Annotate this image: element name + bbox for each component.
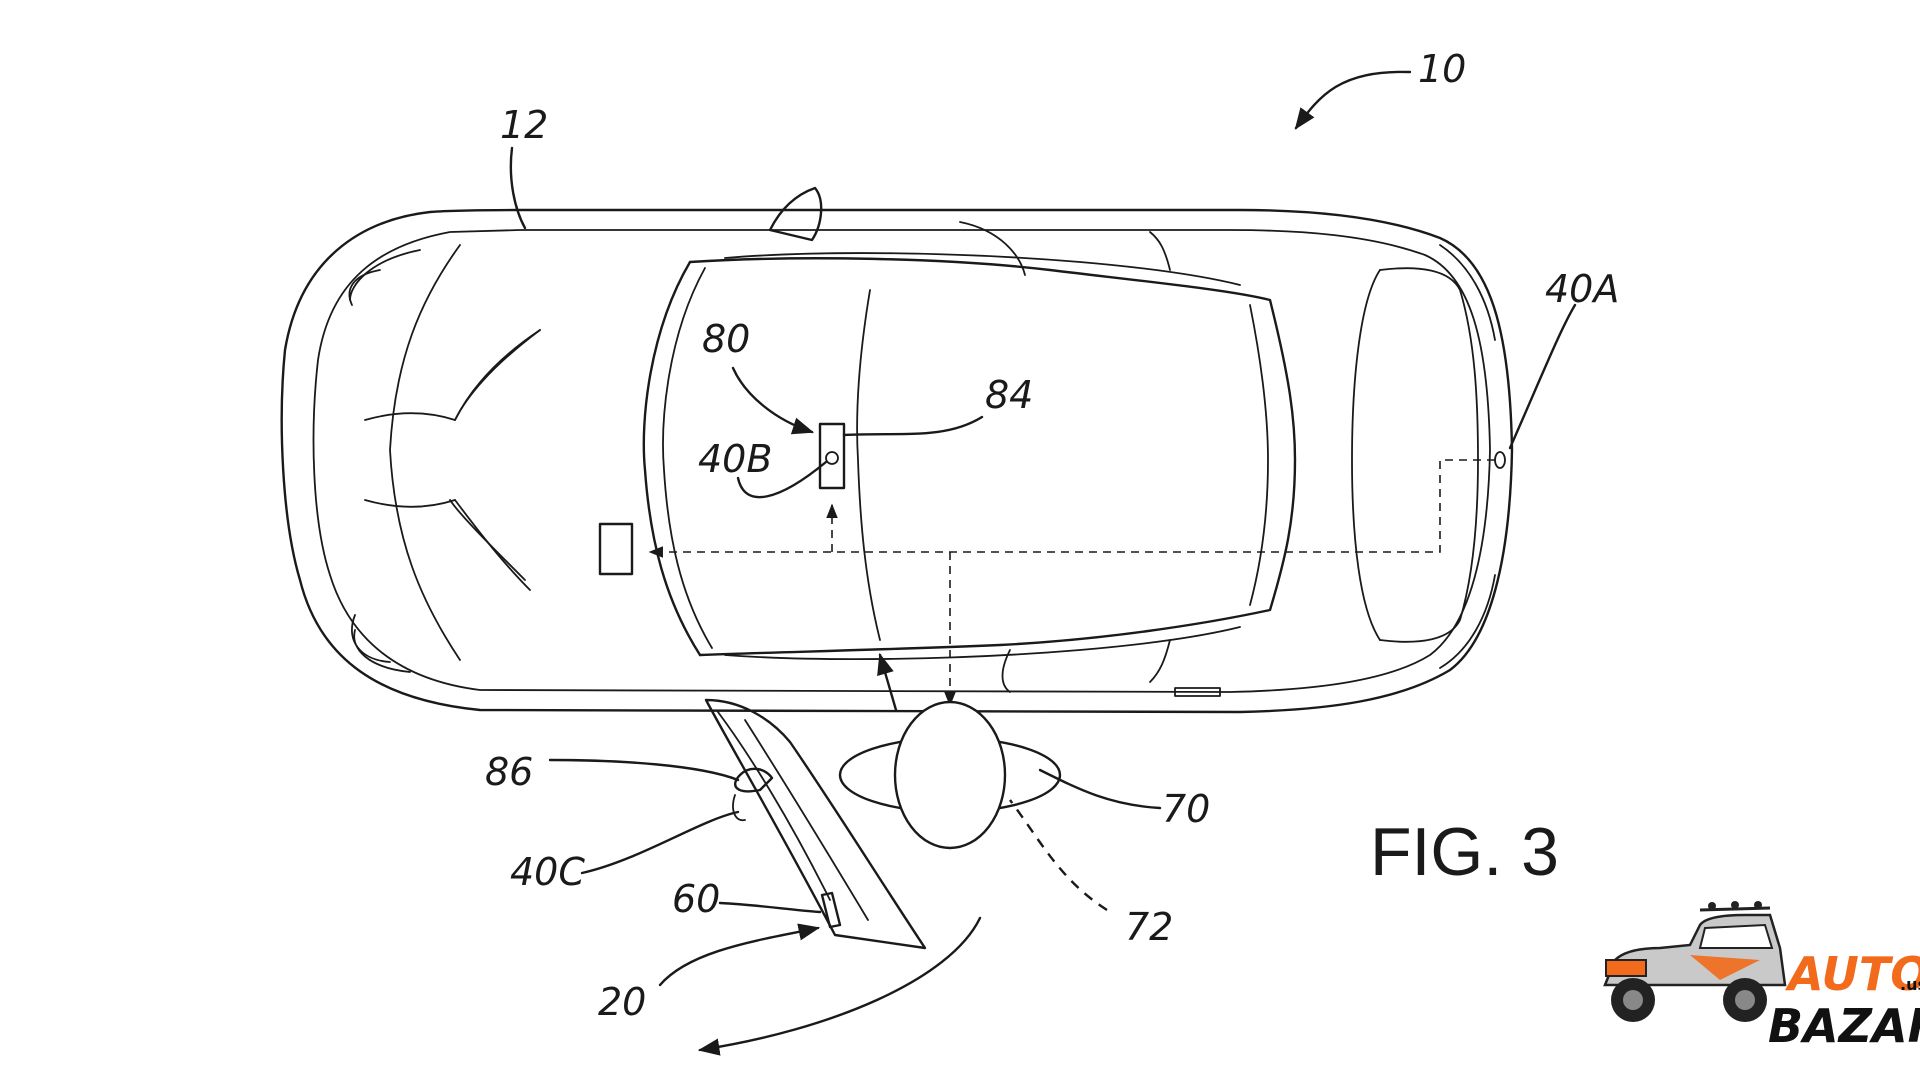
interior-sensor bbox=[826, 452, 838, 464]
label-sensor-mirror: 40C bbox=[510, 850, 585, 894]
autobazar-logo: AUTO .us BAZAR bbox=[1605, 901, 1920, 1053]
figure-caption: FIG. 3 bbox=[1370, 814, 1559, 890]
user-figure bbox=[840, 702, 1060, 848]
label-interior-unit: 80 bbox=[702, 317, 750, 361]
label-door-handle: 60 bbox=[672, 877, 720, 921]
label-door: 20 bbox=[598, 980, 646, 1024]
rear-sensor bbox=[1495, 452, 1505, 468]
label-user: 70 bbox=[1162, 787, 1210, 831]
controller-box bbox=[600, 524, 632, 574]
label-side-mirror: 86 bbox=[485, 750, 533, 794]
signal-paths bbox=[650, 460, 1495, 705]
logo-line2: BAZAR bbox=[1768, 999, 1920, 1053]
vehicle-body bbox=[282, 188, 1512, 712]
interior-sensor-housing bbox=[820, 424, 844, 488]
truck-icon bbox=[1605, 901, 1785, 1022]
label-system: 10 bbox=[1418, 47, 1466, 91]
logo-suffix: .us bbox=[1900, 975, 1920, 994]
door-handle bbox=[822, 893, 840, 927]
label-vehicle: 12 bbox=[500, 103, 548, 147]
label-sensor-interior: 40B bbox=[698, 437, 772, 481]
label-user-path: 72 bbox=[1125, 905, 1173, 949]
label-interior-sensor-housing: 84 bbox=[985, 373, 1033, 417]
label-sensor-rear: 40A bbox=[1545, 267, 1619, 311]
